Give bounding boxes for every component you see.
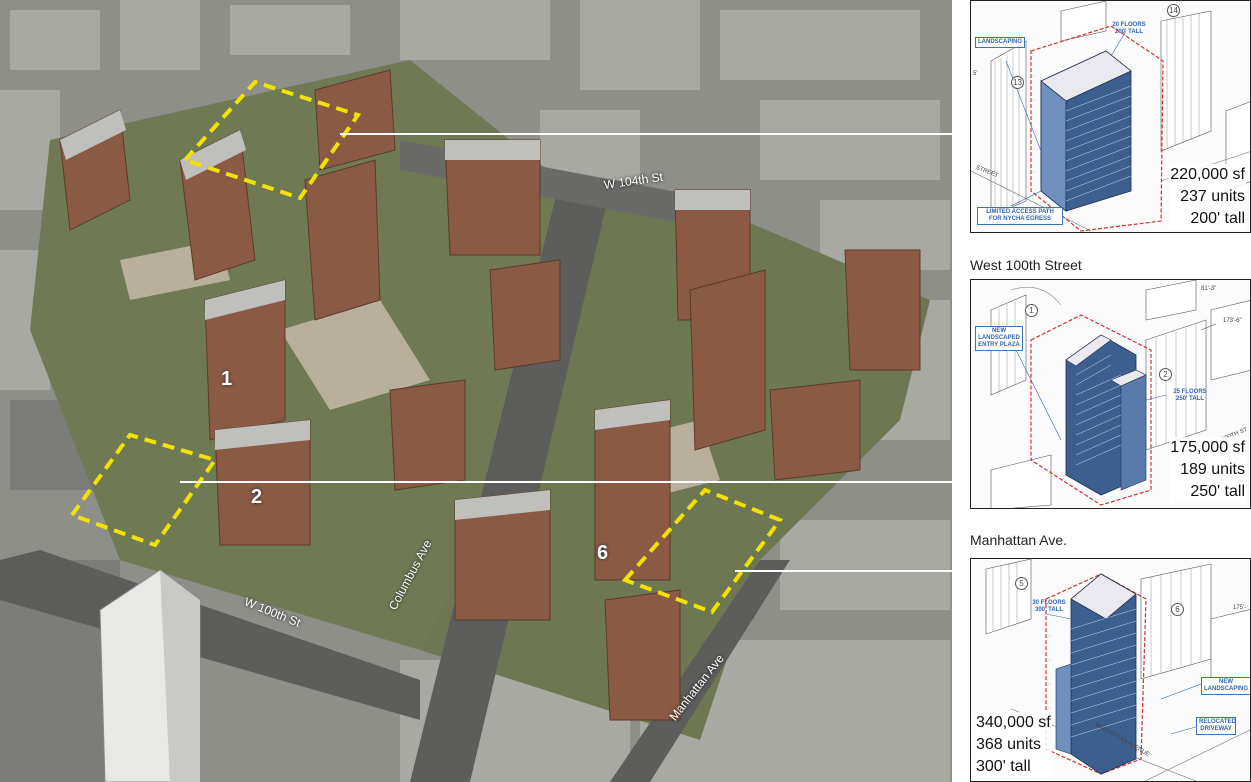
- development-site-outlines: [68, 79, 784, 615]
- dimension-label-b: 173'-6": [1223, 318, 1242, 324]
- massing-panel-w100: NEW LANDSCAPED ENTRY PLAZA 25 FLOORS 250…: [970, 279, 1251, 509]
- site-circle-1: 1: [1025, 304, 1038, 317]
- panel-title-manhattan: Manhattan Ave.: [970, 532, 1068, 548]
- stats-104th: 220,000 sf 237 units 200' tall: [1169, 164, 1246, 230]
- height-value: 300' tall: [975, 756, 1052, 778]
- site-number-2: 2: [251, 486, 263, 508]
- floors-callout: 25 FLOORS 250' TALL: [1170, 388, 1210, 404]
- floors-label: 25 FLOORS: [1173, 389, 1207, 395]
- height-tag-label: 300' TALL: [1035, 607, 1063, 613]
- area-value: 220,000 sf: [1169, 164, 1246, 186]
- floors-callout: 20 FLOORS 200' TALL: [1109, 21, 1149, 37]
- units-value: 368 units: [975, 734, 1052, 756]
- landscaping-callout: NEW LANDSCAPING: [1201, 677, 1250, 695]
- units-value: 237 units: [1169, 186, 1246, 208]
- site-circle-14: 14: [1167, 4, 1180, 17]
- site-circle-6: 6: [1171, 603, 1184, 616]
- leader-lines: [180, 133, 952, 572]
- height-value: 200' tall: [1169, 208, 1246, 230]
- floors-callout: 30 FLOORS 300' TALL: [1029, 599, 1069, 615]
- landscaping-callout: LANDSCAPING: [975, 37, 1026, 48]
- site-circle-2: 2: [1159, 368, 1172, 381]
- massing-drawing-w100: [990, 280, 1250, 508]
- area-value: 175,000 sf: [1169, 437, 1246, 459]
- site-number-6: 6: [597, 542, 609, 564]
- site-circle-13: 13: [1011, 76, 1024, 89]
- dimension-label: 5': [973, 71, 978, 77]
- height-tag-label: 200' TALL: [1115, 29, 1143, 35]
- stats-w100: 175,000 sf 189 units 250' tall: [1169, 437, 1246, 503]
- massing-drawing-104th: [971, 1, 1250, 232]
- massing-drawing-manhattan: [985, 559, 1250, 781]
- aerial-photo: 1 2 6 W 104th St W 100th St Columbus Ave…: [0, 0, 952, 782]
- entry-plaza-callout: NEW LANDSCAPED ENTRY PLAZA: [975, 326, 1023, 351]
- units-value: 189 units: [1169, 459, 1246, 481]
- site-number-1: 1: [221, 368, 233, 390]
- dimension-label-a: 81'-3": [1201, 286, 1217, 292]
- stats-manhattan: 340,000 sf 368 units 300' tall: [975, 712, 1052, 778]
- aerial-scene: [0, 0, 952, 782]
- massing-panel-manhattan: 30 FLOORS 300' TALL NEW LANDSCAPING RELO…: [970, 558, 1251, 782]
- egress-callout: LIMITED ACCESS PATH FOR NYCHA EGRESS: [977, 207, 1063, 225]
- height-value: 250' tall: [1169, 481, 1246, 503]
- area-value: 340,000 sf: [975, 712, 1052, 734]
- massing-panel-104th: LANDSCAPING 20 FLOORS 200' TALL LIMITED …: [970, 0, 1251, 233]
- driveway-callout: RELOCATED DRIVEWAY: [1196, 717, 1236, 735]
- panel-title-w100: West 100th Street: [970, 257, 1082, 273]
- floors-label: 30 FLOORS: [1032, 600, 1066, 606]
- height-tag-label: 250' TALL: [1176, 396, 1204, 402]
- site-circle-5: 5: [1015, 577, 1028, 590]
- dimension-label: 175'-: [1233, 605, 1247, 611]
- floors-label: 20 FLOORS: [1112, 22, 1146, 28]
